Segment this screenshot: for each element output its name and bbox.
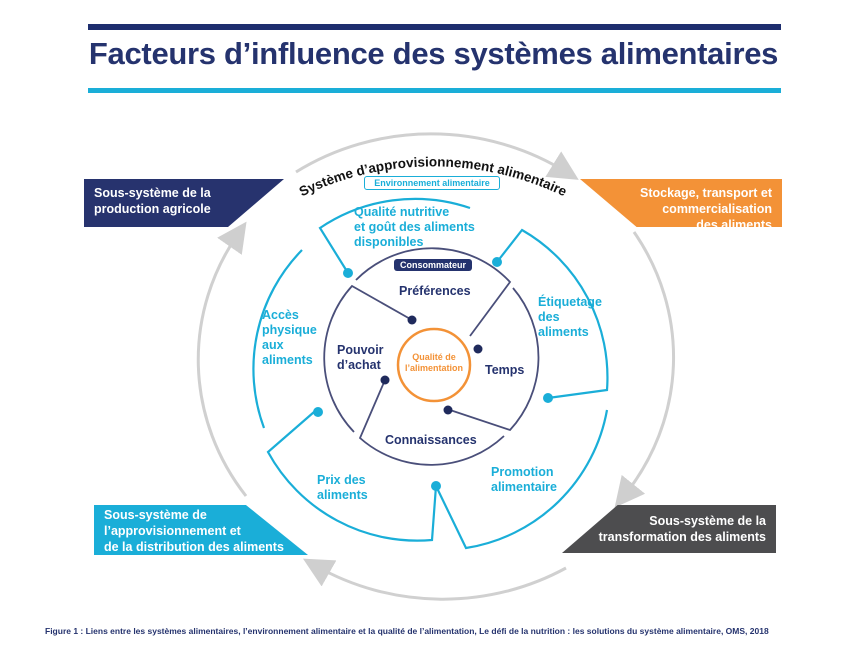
figure-caption: Figure 1 : Liens entre les systèmes alim…	[45, 626, 769, 636]
dot-etiquetage	[492, 257, 502, 267]
page-title: Facteurs d’influence des systèmes alimen…	[88, 36, 779, 71]
label-knowledge: Connaissances	[385, 433, 477, 447]
dot-acces	[313, 407, 323, 417]
dot-prix	[431, 481, 441, 491]
environment-dots	[313, 257, 553, 491]
diet-quality-circle	[396, 327, 472, 403]
environment-ring	[252, 197, 609, 550]
dot-promotion	[543, 393, 553, 403]
label-preferences: Préférences	[399, 284, 471, 298]
consumer-dots	[380, 315, 483, 415]
title-top-rule	[88, 24, 781, 30]
environment-tag: Environnement alimentaire	[364, 176, 500, 190]
outer-ring	[196, 132, 676, 601]
consumer-tag: Consommateur	[394, 259, 472, 271]
consumer-ring	[323, 247, 540, 466]
dot-qualite	[343, 268, 353, 278]
label-time: Temps	[485, 363, 525, 377]
title-bottom-rule	[88, 88, 781, 93]
